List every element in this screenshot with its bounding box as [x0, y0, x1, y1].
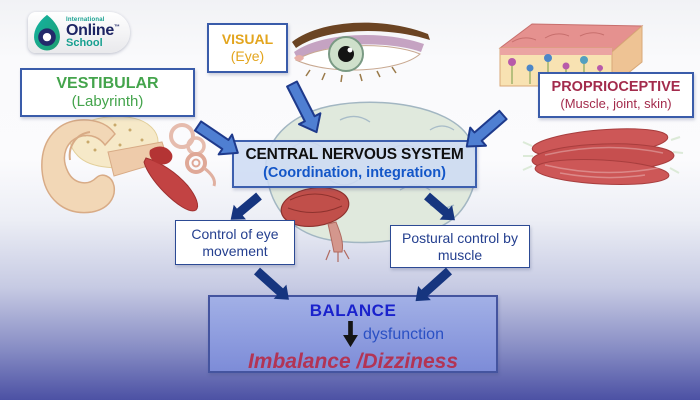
proprioceptive-subtitle: (Muscle, joint, skin): [560, 95, 672, 111]
outcome-text: Imbalance /Dizziness: [247, 350, 459, 374]
cns-box: CENTRAL NERVOUS SYSTEM (Coordination, in…: [232, 140, 477, 188]
balance-box: BALANCE dysfunction Imbalance /Dizziness: [208, 295, 498, 373]
postural-control-label: Postural control by muscle: [402, 229, 518, 263]
logo: International Online™ School: [28, 12, 130, 53]
visual-subtitle: (Eye): [230, 48, 265, 64]
vestibular-box: VESTIBULAR (Labyrinth): [20, 68, 195, 117]
cns-title: CENTRAL NERVOUS SYSTEM: [245, 146, 464, 163]
visual-box: VISUAL (Eye): [207, 23, 288, 73]
dysfunction-label: dysfunction: [363, 326, 444, 344]
eye-control-label: Control of eye movement: [191, 225, 279, 259]
logo-brand: Online™: [66, 21, 120, 39]
proprioceptive-box: PROPRIOCEPTIVE (Muscle, joint, skin): [538, 72, 694, 118]
proprioceptive-title: PROPRIOCEPTIVE: [551, 78, 681, 95]
logo-droplet-ring-icon: [34, 14, 60, 51]
logo-tagline: International: [66, 16, 105, 23]
skin-illustration: [498, 23, 644, 88]
eye-illustration: [292, 22, 430, 83]
vestibular-subtitle: (Labyrinth): [71, 93, 144, 111]
vestibular-title: VESTIBULAR: [56, 74, 159, 92]
muscle-illustration: [522, 128, 684, 185]
dysfunction-row: dysfunction: [342, 321, 444, 348]
balance-title: BALANCE: [309, 301, 397, 320]
cns-subtitle: (Coordination, integration): [263, 164, 446, 181]
postural-control-box: Postural control by muscle: [390, 225, 530, 268]
eye-control-box: Control of eye movement: [175, 220, 295, 265]
visual-title: VISUAL: [221, 31, 274, 48]
down-arrow-icon: [343, 321, 358, 348]
ear-illustration: [41, 116, 216, 214]
logo-school: School: [66, 36, 103, 49]
